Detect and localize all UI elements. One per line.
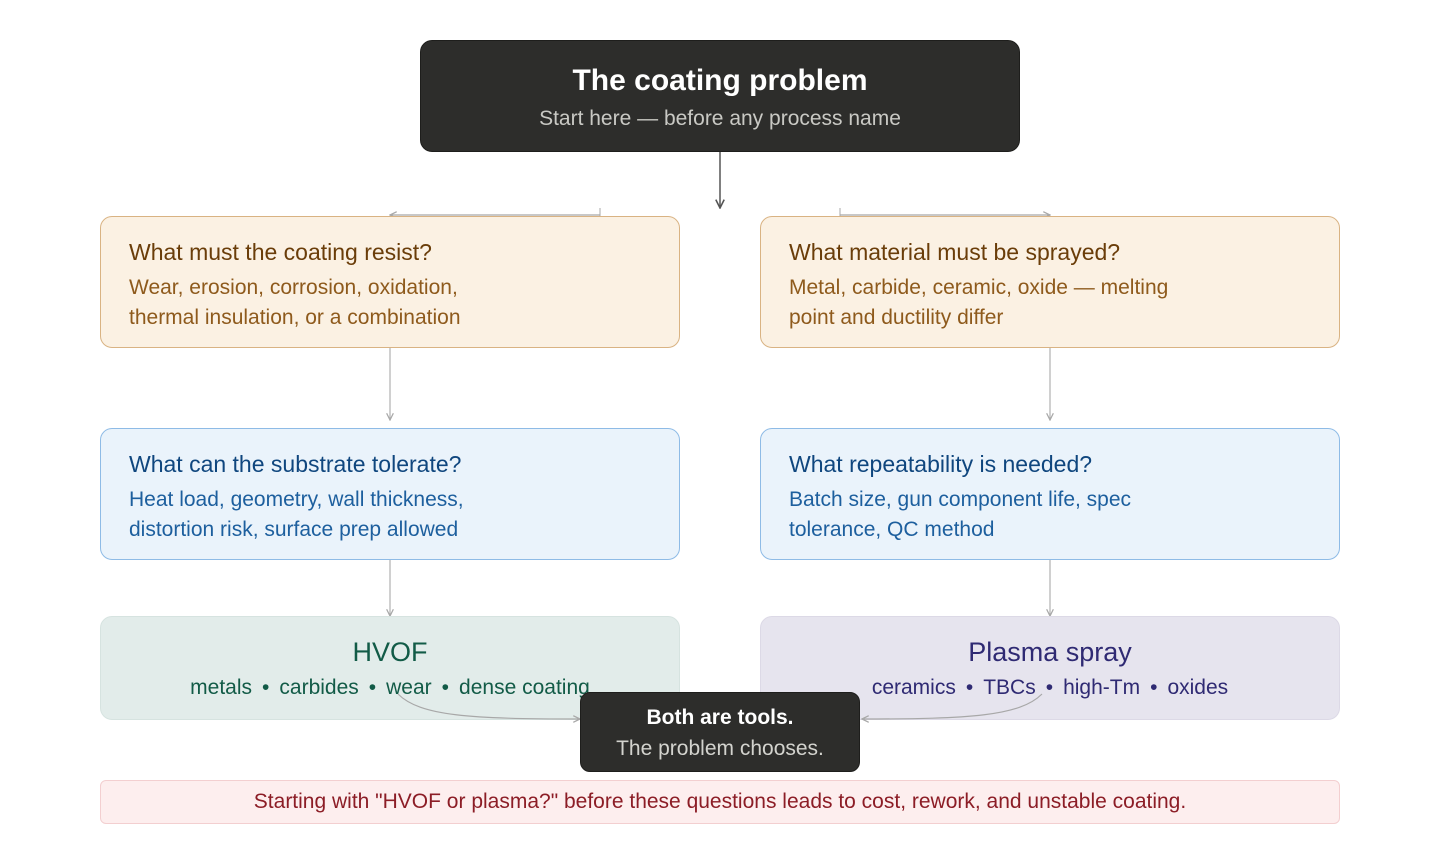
hvof-tag: metals xyxy=(190,676,253,699)
process-plasma-tags: ceramics • TBCs • high-Tm • oxides xyxy=(761,673,1339,703)
plasma-tag: TBCs xyxy=(983,676,1036,699)
question-material-box: What material must be sprayed? Metal, ca… xyxy=(760,216,1340,348)
tag-separator: • xyxy=(965,676,974,699)
root-title: The coating problem xyxy=(572,64,868,97)
question-substrate-title: What can the substrate tolerate? xyxy=(129,451,462,477)
conclusion-title: Both are tools. xyxy=(646,706,794,729)
question-resist-body: Wear, erosion, corrosion, oxidation, the… xyxy=(129,276,461,329)
question-substrate-body: Heat load, geometry, wall thickness, dis… xyxy=(129,488,464,541)
hvof-to-conclusion-curve xyxy=(397,693,580,719)
hvof-tag: wear xyxy=(386,676,432,699)
plasma-tag: high-Tm xyxy=(1063,676,1141,699)
tag-separator: • xyxy=(1045,676,1054,699)
question-substrate-box: What can the substrate tolerate? Heat lo… xyxy=(100,428,680,560)
hvof-tag: carbides xyxy=(279,676,359,699)
tag-separator: • xyxy=(1150,676,1158,699)
question-repeatability-title: What repeatability is needed? xyxy=(789,451,1093,477)
question-repeatability-body: Batch size, gun component life, spec tol… xyxy=(789,488,1132,541)
process-plasma-title: Plasma spray xyxy=(968,637,1132,667)
plasma-tag: oxides xyxy=(1167,676,1229,699)
conclusion-subtitle: The problem chooses. xyxy=(616,737,824,760)
process-hvof-tags: metals • carbides • wear • dense coating xyxy=(101,673,679,703)
question-material-body: Metal, carbide, ceramic, oxide — melting… xyxy=(789,276,1169,329)
question-material-title: What material must be sprayed? xyxy=(789,239,1121,265)
tag-separator: • xyxy=(368,676,377,699)
root-subtitle: Start here — before any process name xyxy=(539,107,901,130)
tag-separator: • xyxy=(262,676,270,699)
conclusion-pill: Both are tools. The problem chooses. xyxy=(580,692,860,772)
plasma-to-conclusion-curve xyxy=(862,693,1043,719)
process-hvof-title: HVOF xyxy=(352,637,428,667)
warning-text: Starting with "HVOF or plasma?" before t… xyxy=(253,790,1187,813)
plasma-tag: ceramics xyxy=(871,676,956,699)
question-resist-title: What must the coating resist? xyxy=(129,239,432,265)
warning-banner: Starting with "HVOF or plasma?" before t… xyxy=(100,780,1340,824)
root-node: The coating problem Start here — before … xyxy=(420,40,1020,152)
question-repeatability-box: What repeatability is needed? Batch size… xyxy=(760,428,1340,560)
tag-separator: • xyxy=(441,676,450,699)
question-resist-box: What must the coating resist? Wear, eros… xyxy=(100,216,680,348)
hvof-tag: dense coating xyxy=(459,676,590,699)
